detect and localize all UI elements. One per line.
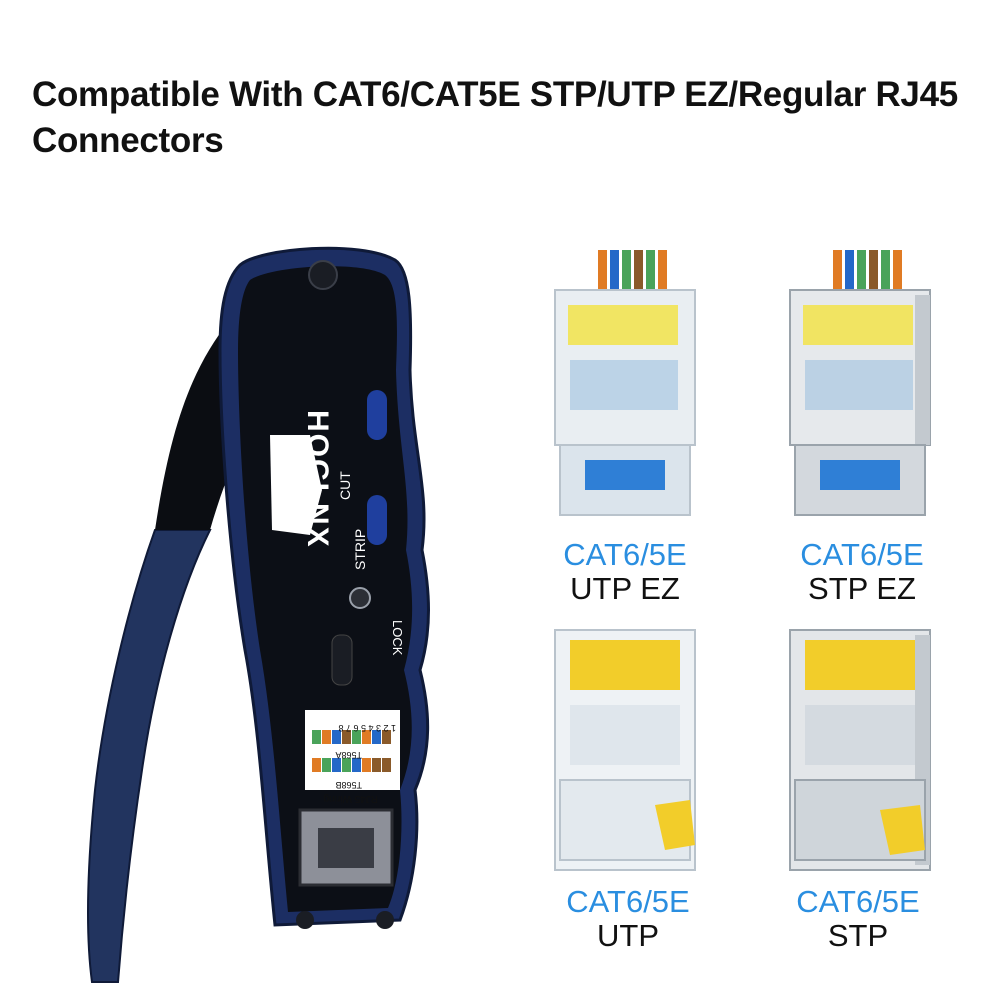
- headline-line-1: Compatible With CAT6/CAT5E STP/UTP EZ/Re…: [32, 75, 958, 114]
- wiring-title: RJ45 Wiring: [324, 793, 378, 804]
- cutter-notch: [270, 435, 322, 535]
- cut-button: [367, 390, 387, 440]
- caption-utp-ez: CAT6/5E UTP EZ: [515, 538, 735, 606]
- wiring-card: [305, 710, 400, 790]
- tool-handle: [87, 529, 212, 983]
- lock-slider: [331, 634, 353, 686]
- wiring-numbers: 1 2 3 4 5 6 7 8: [338, 723, 396, 733]
- caption-stp-ez-category: CAT6/5E: [800, 537, 924, 572]
- connector-utp-image: [540, 610, 710, 890]
- body-screw-right: [376, 911, 394, 929]
- lock-knob: [349, 587, 371, 609]
- t568b-pins: [312, 758, 391, 772]
- caption-stp: CAT6/5E STP: [748, 885, 968, 953]
- brand-logo: HOCLNX: [301, 410, 334, 549]
- crimping-tool-image: HOCLNX CUT STRIP LOCK 1 2 3 4 5 6 7 8 T5…: [60, 230, 470, 990]
- body-screw-left: [296, 911, 314, 929]
- strip-label: STRIP: [352, 529, 368, 570]
- t568a-pins: [312, 730, 391, 744]
- caption-stp-category: CAT6/5E: [796, 884, 920, 919]
- caption-stp-ez-type: STP EZ: [808, 571, 916, 606]
- caption-utp-category: CAT6/5E: [566, 884, 690, 919]
- cut-label: CUT: [337, 471, 353, 500]
- caption-stp-type: STP: [827, 918, 889, 953]
- headline-line-2: Connectors: [32, 121, 224, 160]
- t568a-label: T568A: [335, 750, 362, 760]
- headline: Compatible With CAT6/CAT5E STP/UTP EZ/Re…: [32, 72, 972, 164]
- t568b-label: T568B: [335, 780, 362, 790]
- connector-stp-image: [775, 610, 945, 890]
- caption-utp: CAT6/5E UTP: [518, 885, 738, 953]
- caption-utp-ez-category: CAT6/5E: [563, 537, 687, 572]
- caption-utp-ez-type: UTP EZ: [570, 571, 680, 606]
- connector-stp-ez-image: [775, 245, 945, 525]
- pivot-screw: [308, 260, 338, 290]
- lock-label: LOCK: [390, 620, 405, 656]
- caption-stp-ez: CAT6/5E STP EZ: [752, 538, 972, 606]
- strip-button: [367, 495, 387, 545]
- connector-utp-ez-image: [540, 245, 710, 525]
- caption-utp-type: UTP: [597, 918, 659, 953]
